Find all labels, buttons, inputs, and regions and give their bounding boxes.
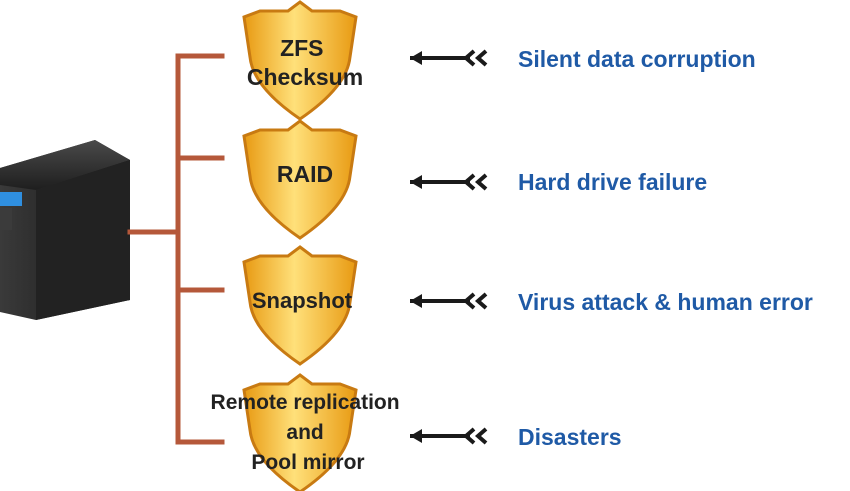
shield-icon — [242, 0, 358, 121]
shield-label-line: Checksum — [247, 64, 363, 90]
threat-label: Disasters — [518, 424, 622, 450]
threat-label: Silent data corruption — [518, 46, 756, 72]
threat-arrow — [410, 292, 488, 310]
bracket-connector — [127, 53, 225, 445]
svg-text:ZFS Checksum: ZFS Checksum — [247, 35, 363, 90]
threat-arrow — [410, 427, 488, 445]
protection-layer: Snapshot — [242, 245, 358, 366]
shield-label-line: and — [286, 421, 323, 444]
protection-layer: RAID — [242, 119, 358, 240]
threat-arrow — [410, 173, 488, 191]
shield-label-line: RAID — [277, 161, 333, 187]
shield-label-line: Snapshot — [252, 288, 353, 313]
threat-arrow — [410, 49, 488, 67]
threat-label: Virus attack & human error — [518, 289, 813, 315]
shield-label-line: Pool mirror — [251, 451, 364, 474]
svg-text:Snapshot: Snapshot — [252, 288, 353, 313]
shield-icon — [242, 373, 358, 491]
nas-display — [0, 192, 22, 206]
shield-icon — [242, 245, 358, 366]
threat-label: Hard drive failure — [518, 169, 707, 195]
shield-label-line: Remote replication — [211, 391, 400, 414]
nas-server-icon — [0, 140, 130, 320]
protection-layer: ZFS Checksum — [242, 0, 363, 121]
shield-label-line: ZFS — [280, 35, 323, 61]
shield-icon — [242, 119, 358, 240]
protection-layer: Remote replication and Pool mirror — [211, 373, 406, 491]
svg-text:Remote replication and: Remote replication and Pool mirror — [211, 391, 406, 474]
svg-text:RAID: RAID — [277, 161, 333, 187]
